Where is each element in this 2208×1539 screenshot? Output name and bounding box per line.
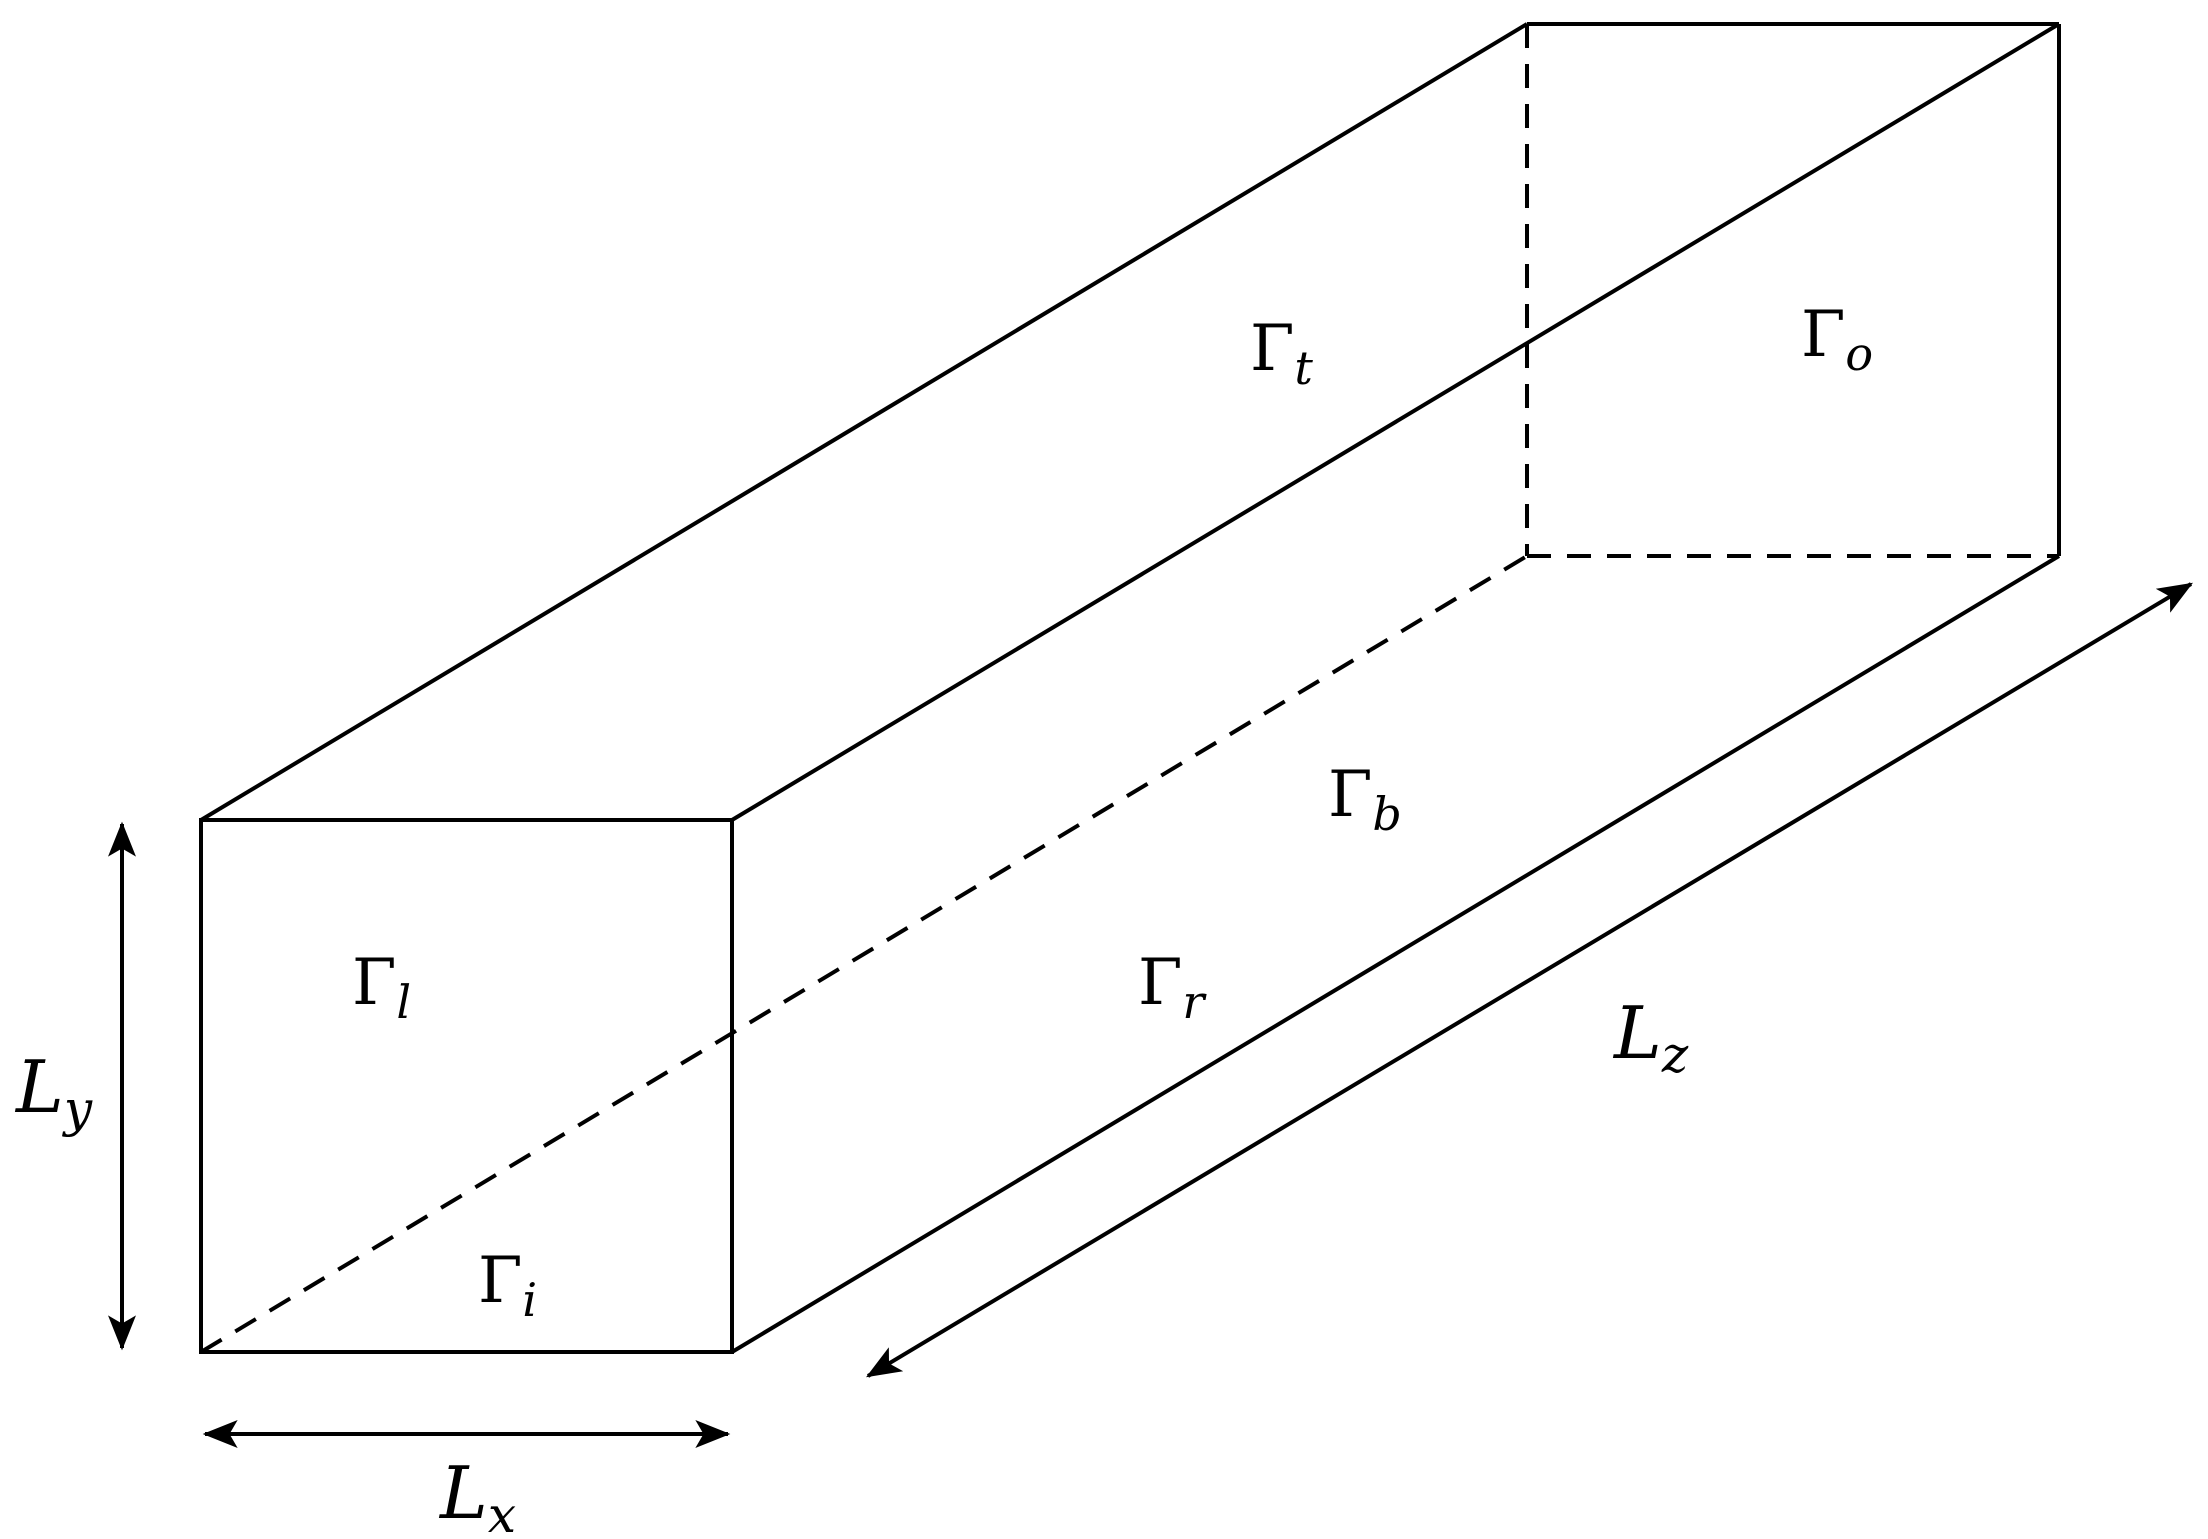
visible-edges: [199, 22, 2061, 1354]
dimension-labels: Lx Ly Lz: [14, 991, 1689, 1539]
dimension-arrow-z: [865, 582, 2194, 1378]
face-labels: Γl Γi Γt Γo Γb Γr: [352, 298, 1873, 1327]
edge-bottom-right-long: [730, 554, 2061, 1354]
face-label-bottom: Γb: [1328, 758, 1402, 841]
face-label-top: Γt: [1250, 312, 1313, 395]
dimension-arrows: [108, 582, 2194, 1448]
dimension-label-x: Lx: [438, 1451, 516, 1539]
face-label-left: Γl: [352, 946, 411, 1029]
face-label-inlet: Γi: [478, 1244, 537, 1327]
front-face-outline: [199, 818, 734, 1354]
edge-top-right-long: [730, 22, 2061, 822]
face-label-right: Γr: [1138, 946, 1207, 1029]
dimension-label-z: Lz: [1612, 991, 1689, 1084]
hidden-edges: [199, 24, 2059, 1354]
dimension-label-y: Ly: [14, 1045, 93, 1138]
edge-top-left-long: [199, 22, 1529, 822]
face-label-outlet: Γo: [1801, 298, 1873, 381]
hidden-edge-bottom-left-long: [199, 554, 1529, 1354]
